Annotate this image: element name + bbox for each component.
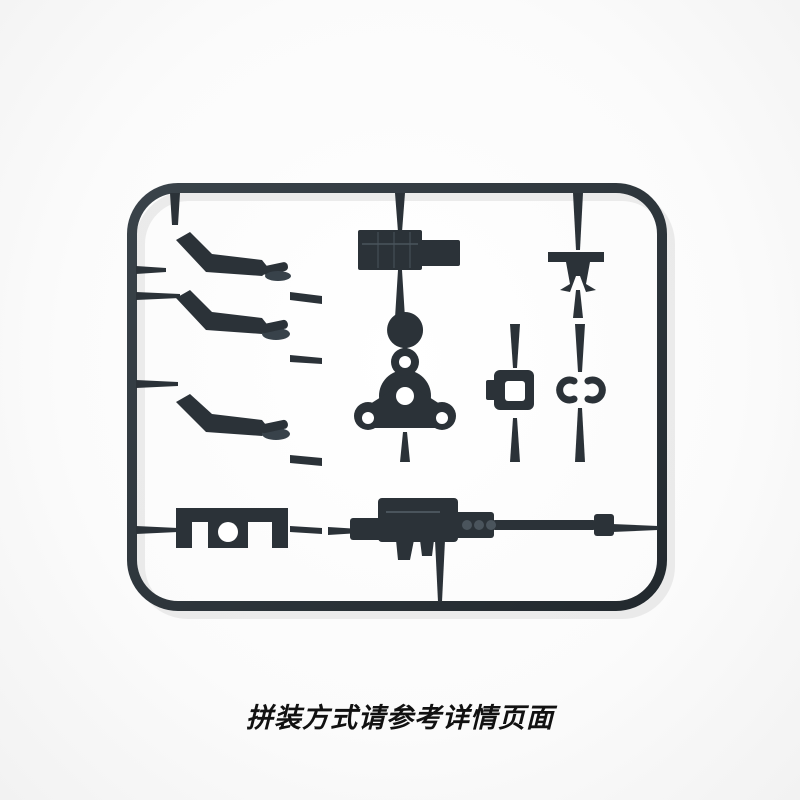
sprue-gates <box>136 193 658 602</box>
block-part <box>358 230 460 270</box>
clip-part <box>486 370 534 410</box>
sprue-frame <box>127 183 667 611</box>
gun-part <box>350 498 614 560</box>
arm-part <box>176 290 290 340</box>
ring-clip-part <box>556 376 606 404</box>
bracket-part <box>176 508 288 548</box>
caption-text: 拼装方式请参考详情页面 <box>246 703 554 734</box>
arm-part <box>176 232 291 281</box>
tri-connector-part <box>354 312 456 430</box>
arm-part <box>176 394 290 440</box>
fork-part <box>548 252 604 292</box>
